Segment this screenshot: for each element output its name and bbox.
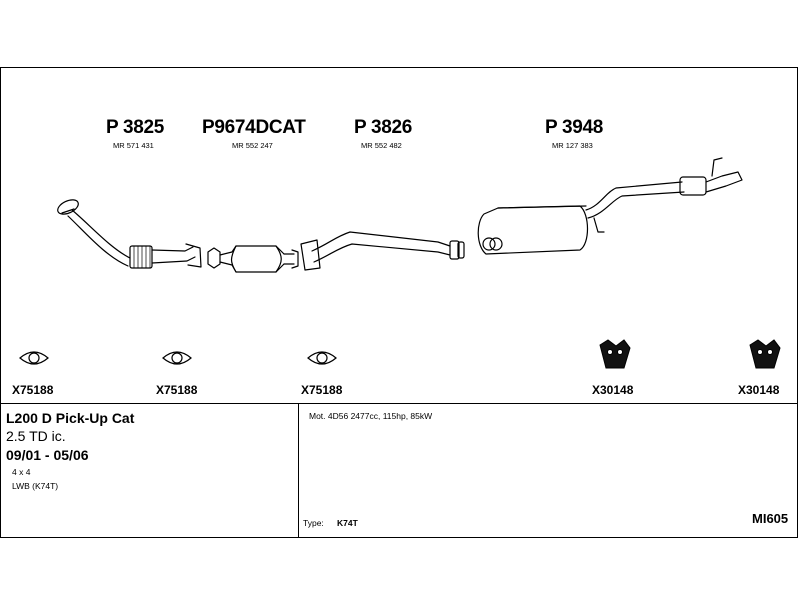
rear-silencer-drawing [477, 157, 743, 255]
part-number-catalyst: P9674DCAT [202, 117, 306, 138]
gasket-icon [307, 351, 337, 365]
section-divider [0, 403, 798, 404]
part-number-rear-silencer: P 3948 [545, 117, 604, 138]
part-number-front-pipe: P 3825 [106, 117, 165, 138]
accessory-label: X30148 [738, 383, 780, 397]
vehicle-drive: 4 x 4 [12, 467, 31, 477]
type-label: Type: [303, 518, 324, 528]
middle-pipe-drawing [300, 231, 465, 271]
oem-ref-front-pipe: MR 571 431 [113, 141, 154, 150]
catalyst-drawing [207, 245, 299, 273]
column-divider [298, 404, 299, 538]
vehicle-years: 09/01 - 05/06 [6, 447, 89, 463]
accessory-label: X75188 [12, 383, 54, 397]
oem-ref-middle-pipe: MR 552 482 [361, 141, 402, 150]
front-pipe-drawing [57, 199, 202, 269]
motor-spec: Mot. 4D56 2477cc, 115hp, 85kW [309, 411, 433, 421]
oem-ref-catalyst: MR 552 247 [232, 141, 273, 150]
accessory-label: X30148 [592, 383, 634, 397]
vehicle-wheelbase: LWB (K74T) [12, 481, 59, 491]
oem-ref-rear-silencer: MR 127 383 [552, 141, 593, 150]
gasket-icon [19, 351, 49, 365]
accessory-label: X75188 [301, 383, 343, 397]
part-number-middle-pipe: P 3826 [354, 117, 413, 138]
accessory-label: X75188 [156, 383, 198, 397]
vehicle-model: L200 D Pick-Up Cat [6, 410, 135, 426]
type-value: K74T [337, 518, 358, 528]
diagram-sheet [0, 67, 798, 538]
rubber-mount-icon [599, 339, 631, 369]
gasket-icon [162, 351, 192, 365]
vehicle-engine: 2.5 TD ic. [6, 428, 66, 444]
rubber-mount-icon [749, 339, 781, 369]
catalog-ref-code: MI605 [752, 511, 789, 526]
